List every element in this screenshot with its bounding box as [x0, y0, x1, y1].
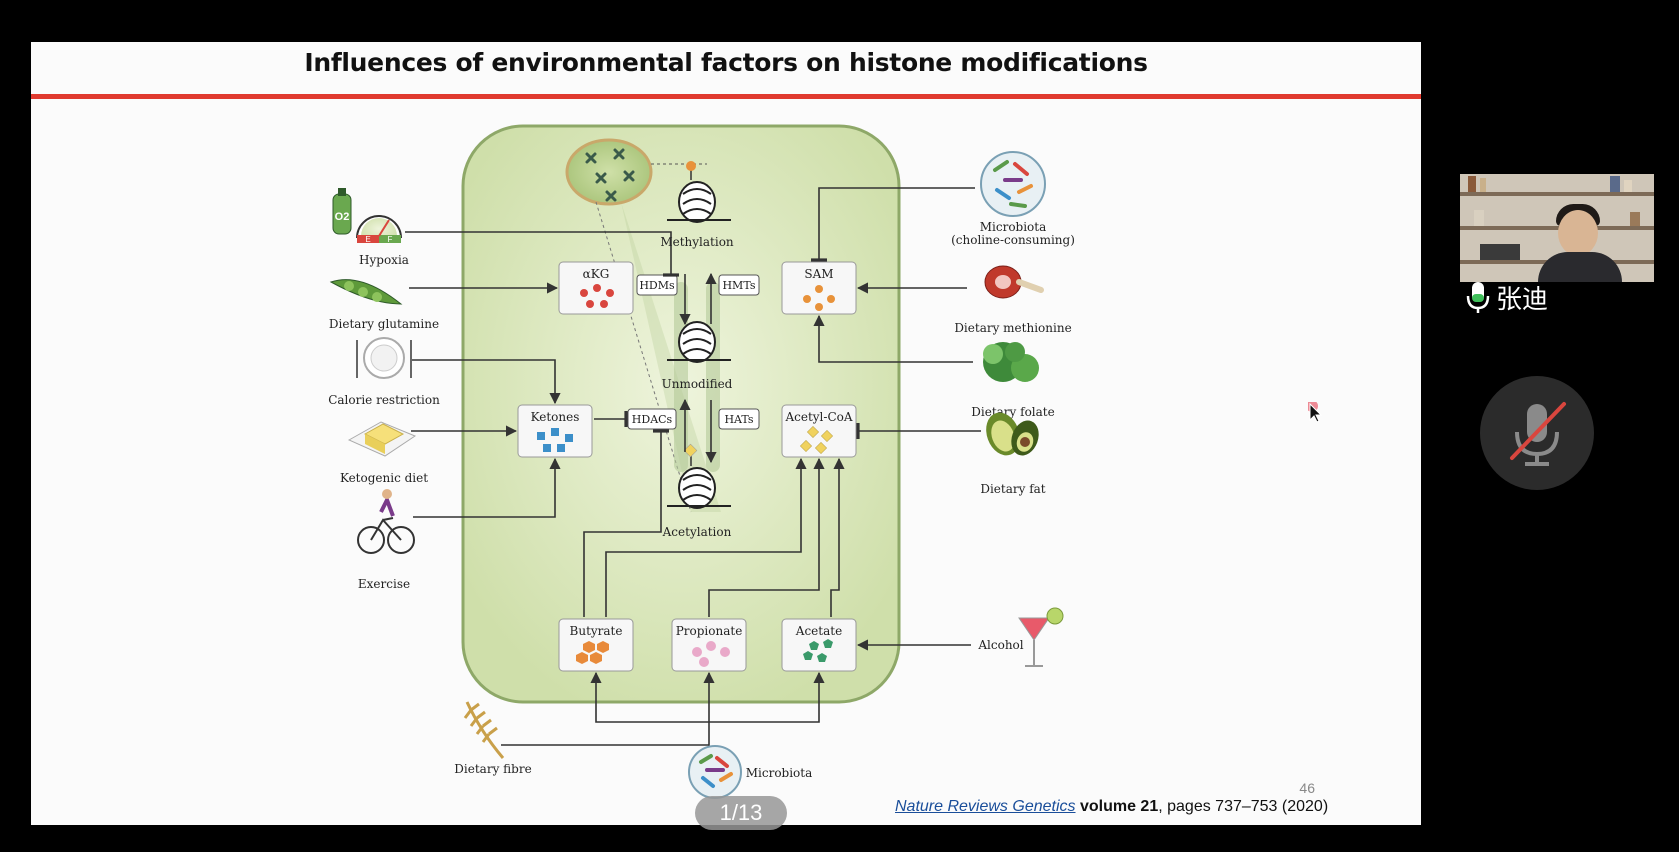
svg-text:HDMs: HDMs — [639, 279, 675, 292]
nucleosome-unmodified — [667, 321, 731, 363]
avocado-icon — [986, 412, 1039, 456]
svg-text:(choline-consuming): (choline-consuming) — [951, 233, 1075, 247]
slide-title: Influences of environmental factors on h… — [304, 48, 1148, 77]
label-glutamine: Dietary glutamine — [329, 317, 439, 331]
citation-pages: , pages 737–753 (2020) — [1158, 798, 1329, 815]
svg-text:E: E — [365, 235, 370, 244]
label-methionine: Dietary methionine — [954, 321, 1071, 335]
nucleosome-acetylation — [667, 443, 731, 509]
title-underline — [31, 94, 1421, 99]
mute-button[interactable] — [1480, 376, 1594, 490]
microbiota-icon-top — [980, 151, 1046, 217]
microphone-icon — [1466, 282, 1490, 313]
svg-text:Microbiota: Microbiota — [980, 220, 1047, 234]
participant-video[interactable] — [1460, 174, 1654, 282]
svg-text:Butyrate: Butyrate — [570, 624, 623, 638]
plate-icon — [356, 337, 412, 379]
box-acetyl-coa: Acetyl-CoA — [781, 404, 857, 458]
label-alcohol: Alcohol — [977, 638, 1023, 652]
label-exercise: Exercise — [358, 577, 410, 591]
enzyme-hmts: HMTs — [718, 274, 760, 296]
label-microbiota: Microbiota — [746, 766, 813, 780]
ham-icon — [984, 265, 1044, 299]
enzyme-hdms: HDMs — [636, 274, 678, 296]
svg-text:SAM: SAM — [804, 267, 833, 281]
label-fibre: Dietary fibre — [454, 762, 531, 776]
svg-text:HMTs: HMTs — [722, 279, 755, 292]
svg-text:F: F — [388, 235, 393, 244]
box-propionate: Propionate — [671, 618, 747, 672]
citation-journal-link[interactable]: Nature Reviews Genetics — [895, 798, 1076, 815]
svg-text:HATs: HATs — [724, 413, 753, 426]
butter-icon — [347, 421, 417, 457]
svg-text:Acetyl-CoA: Acetyl-CoA — [784, 410, 852, 424]
label-hypoxia: Hypoxia — [359, 253, 409, 267]
cyclist-icon — [357, 489, 415, 554]
enzyme-hdacs: HDACs — [627, 408, 677, 430]
slide-page-number: 46 — [1299, 780, 1315, 796]
box-akg: αKG — [558, 261, 634, 315]
label-ketogenic: Ketogenic diet — [340, 471, 428, 485]
nucleosome-methylation — [667, 161, 731, 223]
cabbage-icon — [983, 342, 1039, 382]
enzyme-hats: HATs — [718, 408, 760, 430]
svg-text:Propionate: Propionate — [676, 624, 743, 638]
label-calorie: Calorie restriction — [328, 393, 440, 407]
svg-text:Ketones: Ketones — [531, 410, 580, 424]
citation-volume: volume 21 — [1079, 798, 1159, 815]
citation: Nature Reviews Genetics volume 21, pages… — [895, 798, 1328, 816]
svg-text:Methylation: Methylation — [660, 235, 734, 249]
box-ketones: Ketones — [517, 404, 593, 458]
box-sam: SAM — [781, 261, 857, 315]
presentation-slide: Influences of environmental factors on h… — [31, 42, 1421, 825]
svg-text:Acetylation: Acetylation — [662, 525, 732, 539]
cocktail-icon — [1018, 607, 1064, 667]
hypoxia-icon: O2 E F — [332, 188, 402, 244]
svg-text:Unmodified: Unmodified — [662, 377, 733, 391]
pea-pod-icon — [329, 279, 403, 305]
histone-diagram: Methylation Unmodified Acetylation HDMs … — [328, 124, 1075, 799]
svg-text:αKG: αKG — [583, 267, 610, 281]
svg-text:HDACs: HDACs — [632, 413, 673, 426]
participant-name-tag: 张迪 — [1466, 278, 1548, 316]
microbiota-icon-bottom — [688, 745, 742, 799]
box-acetate: Acetate — [781, 618, 857, 672]
label-folate: Dietary folate — [971, 405, 1054, 419]
slide-counter[interactable]: 1/13 — [695, 796, 787, 830]
svg-text:O2: O2 — [335, 211, 350, 223]
wheat-icon — [463, 701, 505, 759]
svg-text:Acetate: Acetate — [795, 624, 842, 638]
mouse-pointer-icon — [1308, 402, 1323, 423]
label-fat: Dietary fat — [980, 482, 1045, 496]
participant-name: 张迪 — [1496, 284, 1549, 315]
box-butyrate: Butyrate — [558, 618, 634, 672]
microphone-muted-icon — [1510, 402, 1566, 466]
